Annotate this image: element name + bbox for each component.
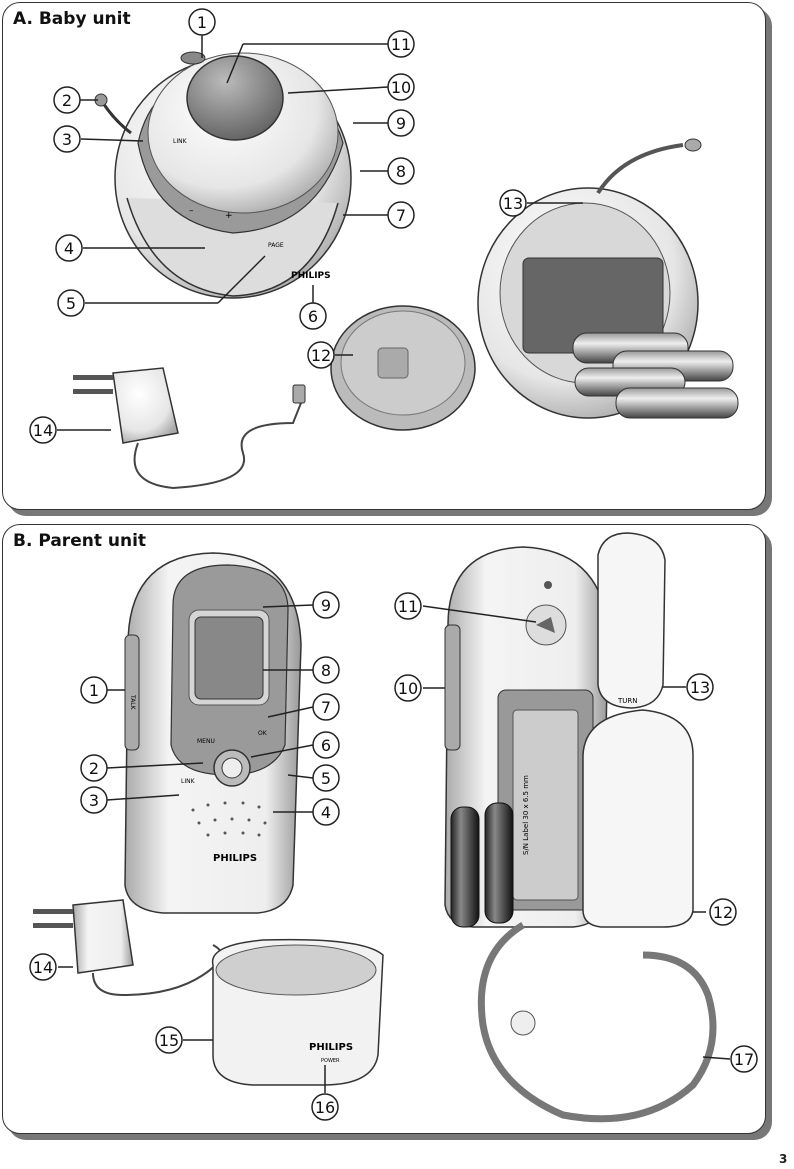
- ok-label: OK: [258, 730, 268, 737]
- callout-a-2: 2: [62, 91, 72, 110]
- callout-b-9: 9: [321, 596, 331, 615]
- brand-label-charger: PHILIPS: [309, 1042, 353, 1053]
- callout-b-6: 6: [321, 736, 331, 755]
- battery-label: S/N Label 30 x 6.5 mm: [522, 775, 530, 855]
- callout-b-10: 10: [398, 679, 418, 698]
- parent-unit-illustration: TALK MENU OK LINK PHILIPS S/N Label 30 x…: [29, 532, 758, 1123]
- parent-unit-title: B. Parent unit: [13, 531, 147, 551]
- baby-unit-illustration: LINK PAGE + – PHILIPS: [29, 8, 739, 490]
- callout-b-12: 12: [713, 903, 733, 922]
- callout-b-8: 8: [321, 661, 331, 680]
- callout-b-5: 5: [321, 769, 331, 788]
- brand-label: PHILIPS: [291, 271, 331, 281]
- page-number: 3: [779, 1152, 788, 1166]
- turn-label: TURN: [617, 697, 638, 705]
- menu-label: MENU: [197, 738, 215, 745]
- parent-unit-panel: B. Parent unit TALK MENU OK LINK PHILIPS: [2, 524, 766, 1134]
- page-label: PAGE: [268, 242, 284, 249]
- callout-b-15: 15: [159, 1031, 179, 1050]
- callout-a-14: 14: [33, 421, 53, 440]
- callout-a-6: 6: [308, 307, 318, 326]
- baby-unit-panel: A. Baby unit LINK PAGE + – PHILIPS: [2, 2, 766, 510]
- link-label: LINK: [173, 138, 188, 145]
- callout-b-11: 11: [398, 597, 418, 616]
- callout-a-13: 13: [503, 194, 523, 213]
- callout-b-16: 16: [315, 1098, 335, 1117]
- callout-b-14: 14: [33, 958, 53, 977]
- callout-a-1: 1: [197, 13, 207, 32]
- link-label-b: LINK: [181, 778, 196, 785]
- callout-b-3: 3: [89, 791, 99, 810]
- baby-unit-title: A. Baby unit: [13, 9, 131, 29]
- callout-a-3: 3: [62, 130, 72, 149]
- callout-b-13: 13: [690, 678, 710, 697]
- callout-b-4: 4: [321, 803, 331, 822]
- brand-label-b: PHILIPS: [213, 853, 257, 864]
- callout-a-8: 8: [396, 162, 406, 181]
- callout-a-7: 7: [396, 206, 406, 225]
- plus-label: +: [225, 211, 233, 221]
- callout-a-11: 11: [391, 35, 411, 54]
- callout-a-5: 5: [66, 294, 76, 313]
- power-label: POWER: [321, 1058, 340, 1064]
- callout-a-9: 9: [396, 114, 406, 133]
- callout-b-17: 17: [734, 1050, 754, 1069]
- callout-a-10: 10: [391, 78, 411, 97]
- minus-label: –: [189, 206, 194, 216]
- talk-label: TALK: [129, 694, 136, 711]
- callout-a-4: 4: [64, 239, 74, 258]
- callout-b-7: 7: [321, 698, 331, 717]
- callout-b-1: 1: [89, 681, 99, 700]
- callout-b-2: 2: [89, 759, 99, 778]
- callout-a-12: 12: [311, 346, 331, 365]
